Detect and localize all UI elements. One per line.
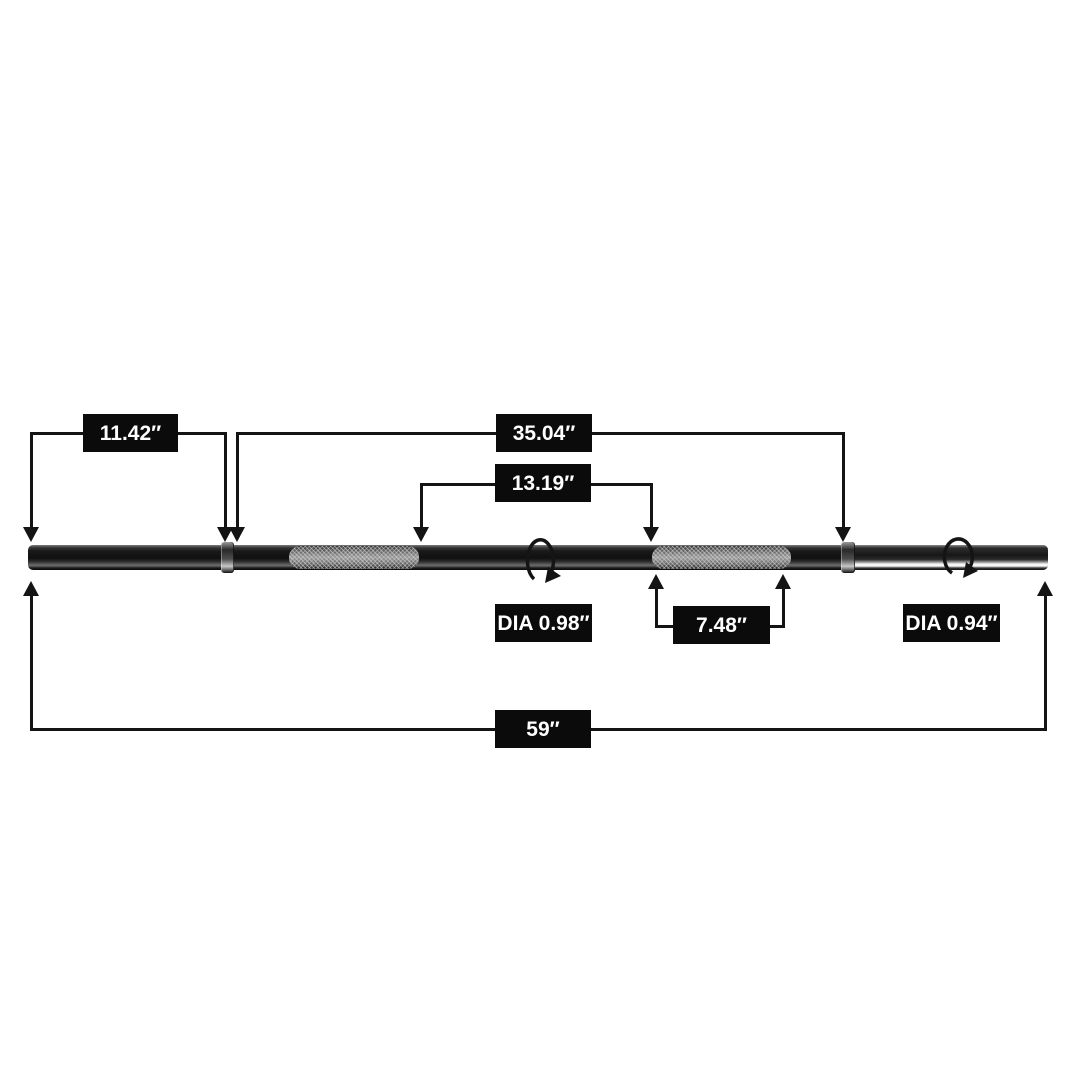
dim-35-04-arrow-left-icon	[229, 527, 245, 542]
dim-11-42-extension-right	[224, 432, 227, 528]
dim-13-19-label: 13.19″	[495, 464, 591, 502]
dim-7-48-arrow-right-icon	[775, 574, 791, 589]
dim-35-04-label: 35.04″	[496, 414, 592, 452]
collar-left	[221, 542, 234, 573]
dim-59-extension-right	[1044, 595, 1047, 731]
dim-11-42-extension-left	[30, 432, 33, 528]
dim-11-42-label: 11.42″	[83, 414, 178, 452]
dim-7-48-extension-left	[655, 587, 658, 628]
dia-0-94-label: DIA 0.94″	[903, 604, 1000, 642]
dim-11-42-arrow-left-icon	[23, 527, 39, 542]
dim-7-48-label: 7.48″	[673, 606, 770, 644]
dim-13-19-arrow-left-icon	[413, 527, 429, 542]
dim-59-label: 59″	[495, 710, 591, 748]
dim-7-48-arrow-left-icon	[648, 574, 664, 589]
dim-13-19-arrow-right-icon	[643, 527, 659, 542]
knurl-right	[652, 546, 791, 569]
dim-35-04-arrow-right-icon	[835, 527, 851, 542]
dim-35-04-extension-right	[842, 432, 845, 528]
dim-13-19-extension-left	[420, 483, 423, 529]
dim-35-04-extension-left	[236, 432, 239, 528]
rotation-arrow-left-icon	[525, 538, 561, 583]
dim-13-19-extension-right	[650, 483, 653, 529]
dim-59-arrow-right-icon	[1037, 581, 1053, 596]
dim-7-48-extension-right	[782, 587, 785, 628]
dia-0-98-label: DIA 0.98″	[495, 604, 592, 642]
rotation-arrow-right-icon	[942, 537, 978, 578]
knurl-left	[289, 546, 419, 569]
bar-right-sleeve	[855, 545, 1048, 570]
collar-right	[841, 542, 855, 573]
dim-59-arrow-left-icon	[23, 581, 39, 596]
dim-59-extension-left	[30, 595, 33, 731]
